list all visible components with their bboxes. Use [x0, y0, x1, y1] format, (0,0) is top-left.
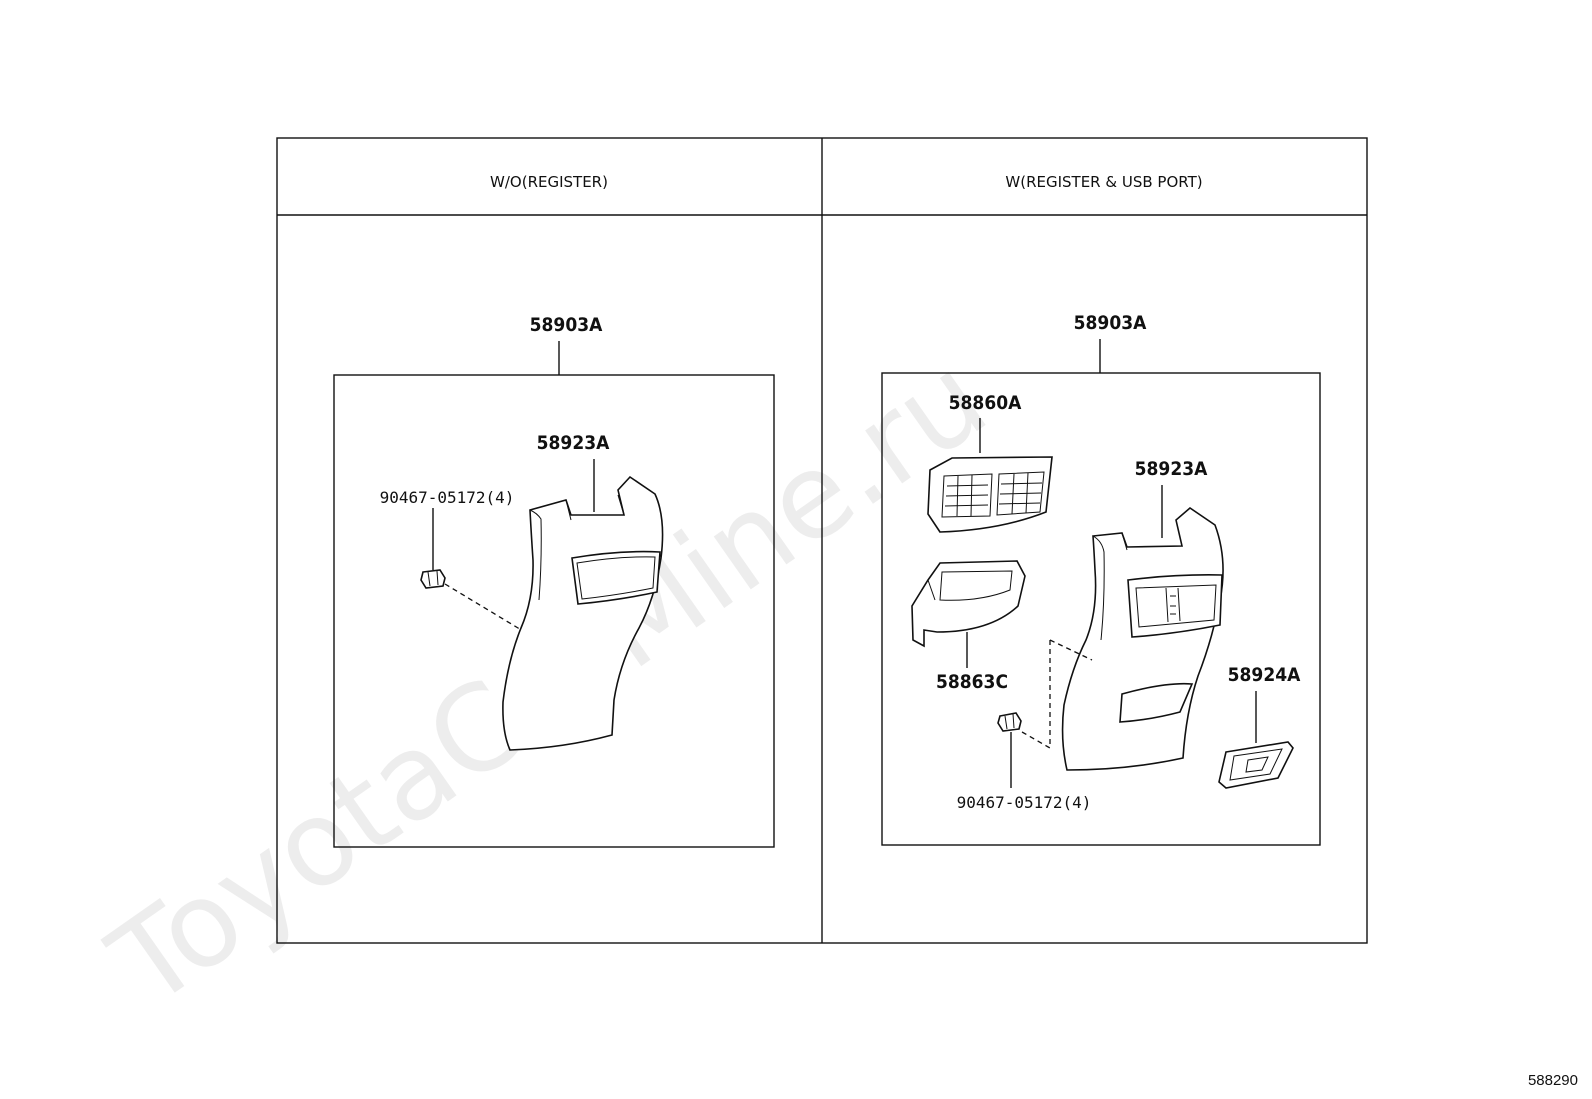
register-part	[927, 456, 1053, 533]
assembly-box-right	[881, 372, 1321, 846]
part-label-58860a: 58860A	[949, 392, 1022, 414]
panel-header-right: W(REGISTER & USB PORT)	[1005, 173, 1202, 191]
part-label-clip-right: 90467-05172(4)	[957, 793, 1092, 812]
diagram-code: 588290	[1527, 1072, 1578, 1089]
table-frame	[276, 137, 1368, 944]
panel-header-left: W/O(REGISTER)	[490, 173, 608, 191]
part-label-58924a: 58924A	[1228, 664, 1301, 686]
right-assembly: 58903A 58860A 58923A 58863C	[881, 312, 1321, 846]
part-label-clip-left: 90467-05172(4)	[380, 488, 515, 507]
clip-part-right	[997, 712, 1022, 732]
left-assembly: 58903A 58923A 90467-05172(4)	[333, 314, 775, 848]
rear-panel-part-left	[502, 475, 664, 751]
assembly-box-left	[333, 374, 775, 848]
usb-housing-part	[911, 560, 1026, 648]
clip-part-left	[420, 569, 446, 589]
usb-bezel-part	[1218, 741, 1294, 789]
assembly-label-right: 58903A	[1074, 312, 1147, 334]
rear-panel-part-right	[1061, 506, 1224, 771]
part-label-58863c: 58863C	[936, 671, 1008, 693]
part-label-58923a-right: 58923A	[1135, 458, 1208, 480]
part-label-58923a-left: 58923A	[537, 432, 610, 454]
assembly-label-left: 58903A	[530, 314, 603, 336]
